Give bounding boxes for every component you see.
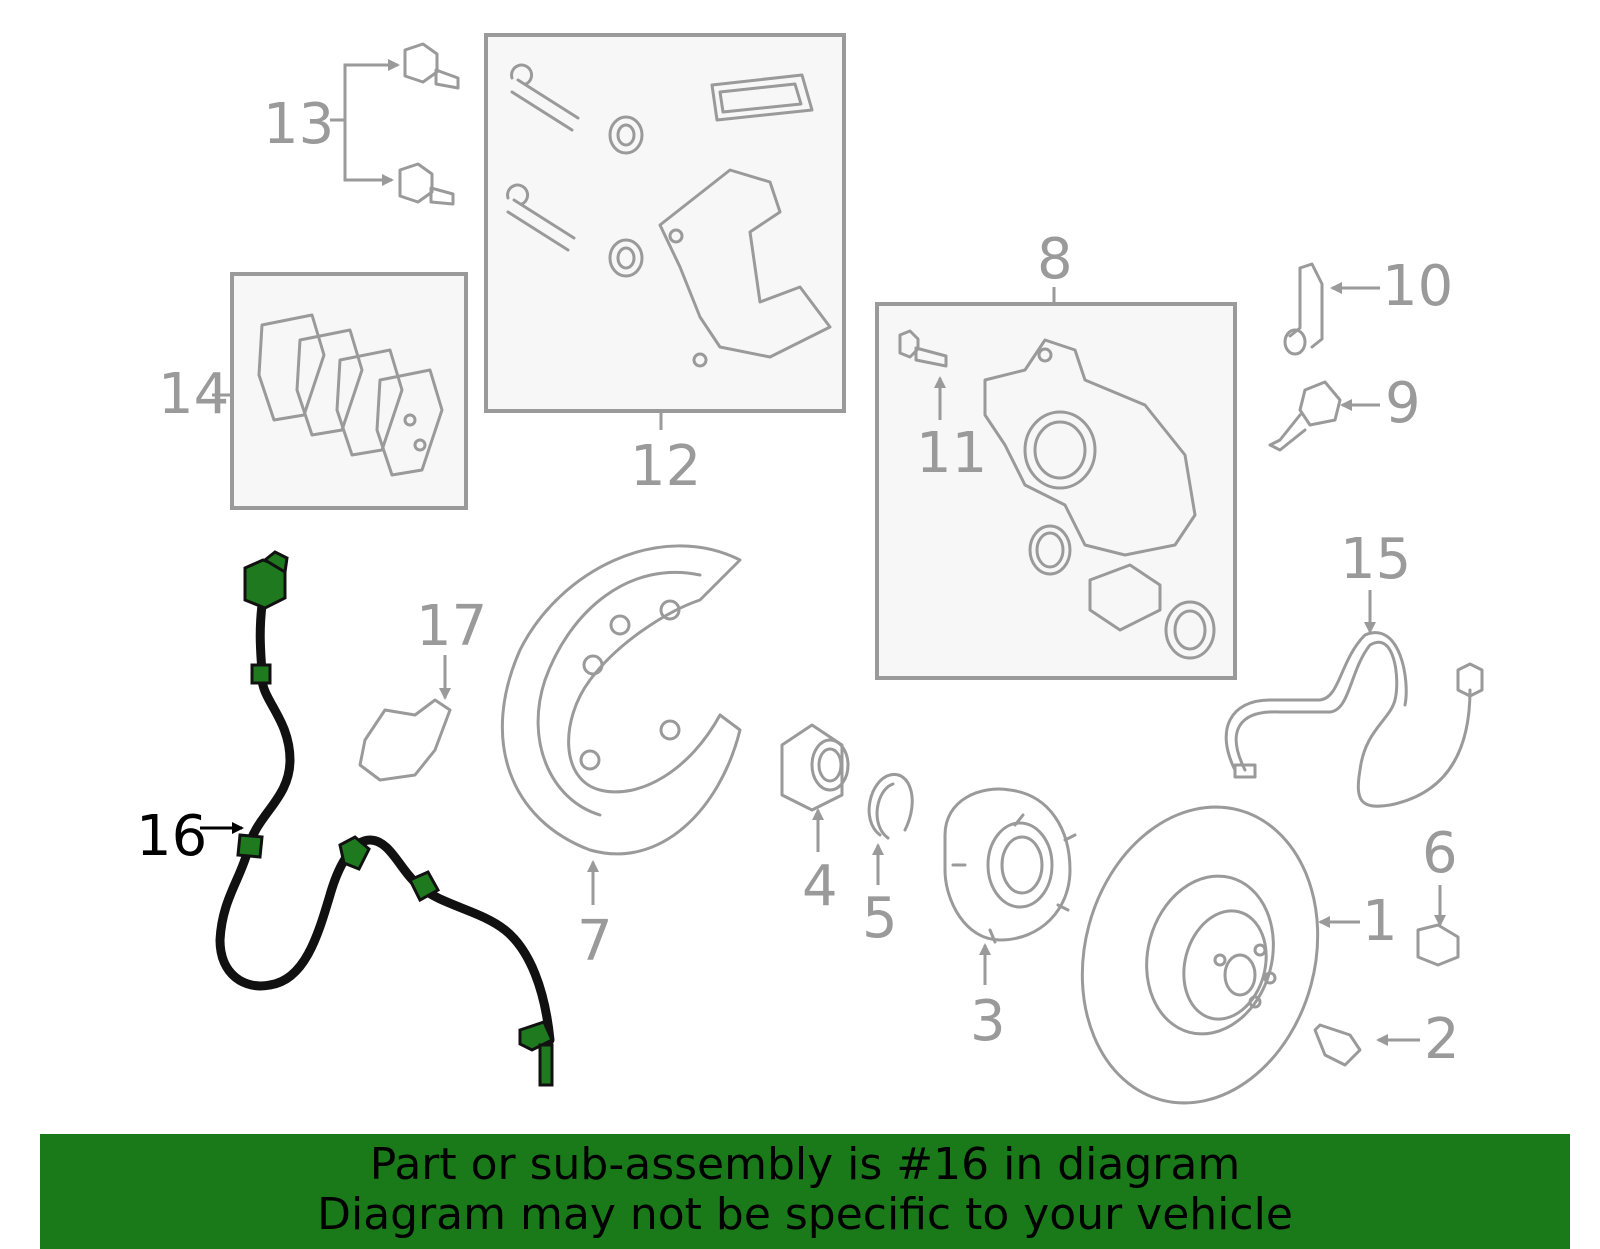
callout-17: 17: [416, 594, 487, 659]
callout-5: 5: [862, 886, 898, 951]
part-10-hose-bracket: 10: [1283, 254, 1453, 356]
part-3-wheel-hub: 3: [943, 787, 1077, 1054]
callout-7: 7: [577, 909, 613, 974]
callout-9: 9: [1385, 371, 1421, 436]
part-8-caliper-assembly: 8 11: [875, 227, 1237, 680]
callout-2: 2: [1424, 1007, 1460, 1072]
callout-8: 8: [1037, 227, 1073, 292]
callout-14: 14: [158, 362, 229, 427]
callout-15: 15: [1340, 527, 1411, 592]
part-6-dust-cap: 6: [1416, 821, 1460, 967]
info-banner: Part or sub-assembly is #16 in diagram D…: [40, 1134, 1570, 1249]
part-2-rotor-screw: 2: [1313, 1007, 1460, 1072]
callout-3: 3: [970, 989, 1006, 1054]
callout-13: 13: [263, 92, 334, 157]
callout-4: 4: [802, 854, 838, 919]
banner-line-2: Diagram may not be specific to your vehi…: [317, 1189, 1293, 1240]
part-14-brake-pads: 14: [158, 272, 468, 510]
part-4-wheel-bearing: 4: [780, 723, 850, 919]
part-15-brake-hose: 15: [1224, 527, 1484, 808]
part-5-snap-ring: 5: [862, 773, 914, 951]
part-7-dust-shield: 7: [500, 544, 742, 974]
part-13-bolts: 13: [263, 42, 460, 206]
part-17-bracket-clip: 17: [358, 594, 487, 782]
part-1-brake-rotor: 1: [1080, 805, 1398, 1105]
callout-10: 10: [1382, 254, 1453, 319]
callout-11: 11: [916, 421, 987, 486]
part-16-wheel-speed-sensor: 16: [136, 550, 555, 1087]
callout-1: 1: [1362, 889, 1398, 954]
banner-line-1: Part or sub-assembly is #16 in diagram: [369, 1139, 1241, 1190]
part-9-bleeder-screw: 9: [1268, 371, 1421, 452]
callout-12: 12: [630, 434, 701, 499]
callout-16: 16: [136, 804, 207, 869]
part-12-caliper-bracket-kit: 12: [484, 33, 846, 499]
callout-6: 6: [1422, 821, 1458, 886]
